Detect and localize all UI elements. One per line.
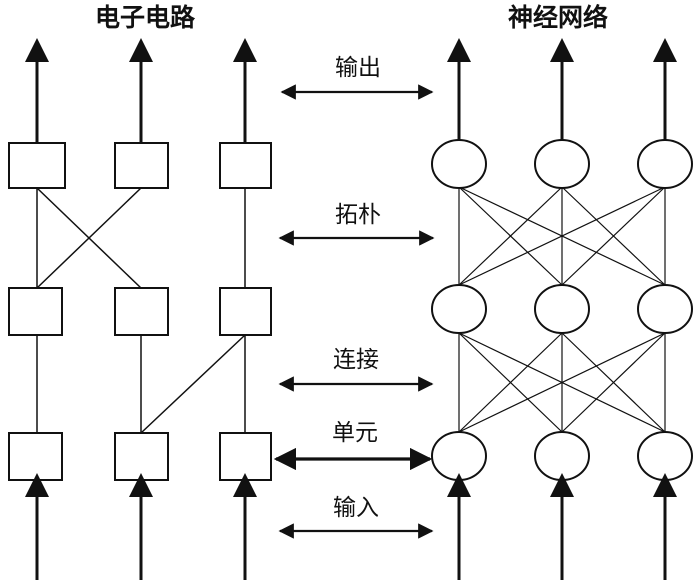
network-neuron (637, 431, 693, 481)
circuit-connection (36, 187, 142, 289)
neural-network (431, 38, 693, 580)
input-label: 输入 (333, 495, 379, 521)
circuit-unit-box (8, 432, 63, 481)
topology-label: 拓朴 (335, 202, 381, 228)
comparison-labels: 输出 拓朴 连接 单元 输入 (273, 55, 435, 539)
network-neuron (431, 284, 487, 334)
circuit-unit-box (114, 432, 169, 481)
circuit-unit-box (8, 142, 66, 189)
connection-label: 连接 (333, 347, 379, 373)
network-neuron (534, 139, 590, 189)
circuit-unit-box (219, 142, 272, 189)
network-neuron (534, 284, 590, 334)
circuit-unit-box (219, 287, 272, 336)
network-neuron (431, 139, 487, 189)
circuit-unit-box (114, 287, 169, 336)
circuit-unit-box (114, 142, 169, 189)
electronic-circuit (8, 38, 272, 580)
network-neuron (637, 139, 693, 189)
circuit-unit-box (219, 432, 272, 481)
circuit-unit-box (8, 287, 63, 336)
network-connections-bottom (458, 332, 666, 433)
electronic-circuit-title: 电子电路 (95, 3, 196, 32)
network-neuron (534, 431, 590, 481)
network-neuron (431, 431, 487, 481)
network-neuron (637, 284, 693, 334)
network-connections-top (458, 186, 666, 286)
neural-network-title: 神经网络 (508, 3, 608, 32)
output-label: 输出 (335, 55, 381, 81)
unit-label: 单元 (332, 420, 378, 446)
circuit-connection (140, 334, 246, 434)
